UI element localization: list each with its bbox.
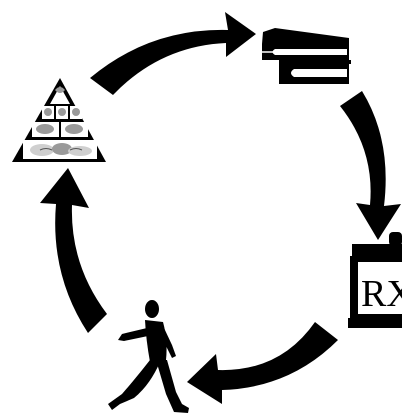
arrow-walking-to-pyramid — [40, 168, 107, 333]
prescription-mortar-icon: RX — [348, 232, 402, 328]
arrow-books-to-prescription — [340, 91, 401, 240]
prescription-label: RX — [361, 273, 402, 315]
walking-person-icon — [108, 300, 189, 413]
food-pyramid-icon — [12, 78, 106, 162]
arrow-pyramid-to-books — [90, 12, 256, 95]
books-icon — [262, 28, 351, 84]
arrow-prescription-to-walking — [187, 322, 338, 404]
